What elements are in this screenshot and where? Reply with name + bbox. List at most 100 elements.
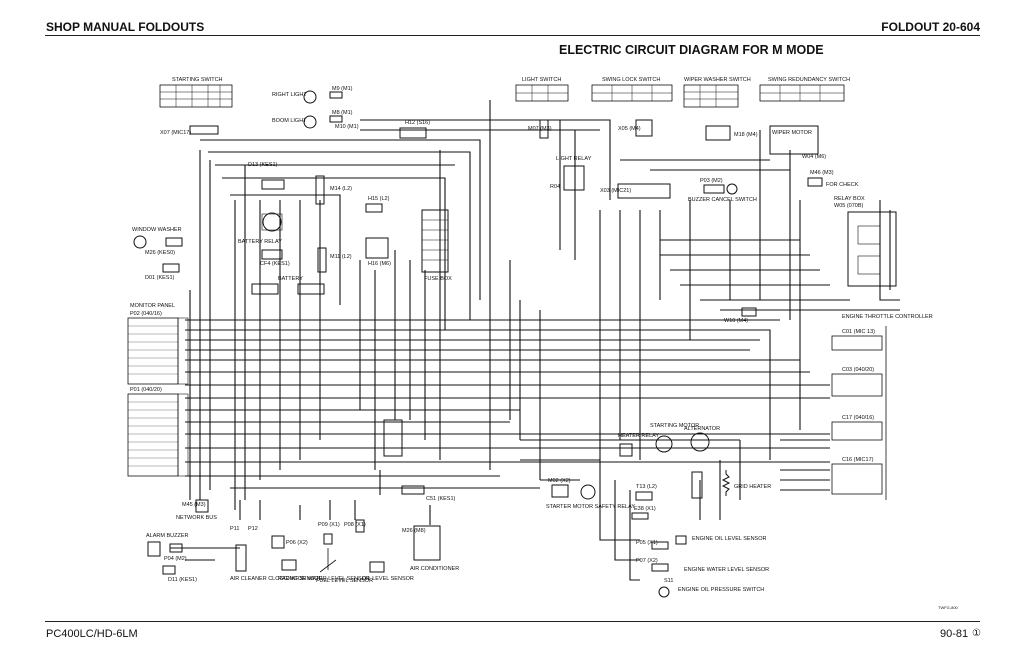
- e38-label: E38 (X1): [634, 506, 656, 512]
- footer-rule: [45, 621, 980, 622]
- m11-label: M11 (L2): [330, 254, 352, 260]
- starting-motor-label: STARTING MOTOR: [650, 423, 699, 429]
- e12-connector: [691, 471, 703, 499]
- buzzer-cancel-switch-label: BUZZER CANCEL SWITCH: [688, 197, 757, 203]
- radiator-water-level-sensor-label: RADIATOR WATER LEVEL SENSOR: [278, 576, 370, 582]
- h15-connector: H15 (L2): [365, 196, 390, 213]
- p01-label: P01 (040/20): [130, 387, 162, 393]
- drawing-code: TWFG-800: [938, 605, 959, 610]
- c03-label: C03 (040/20): [842, 367, 874, 373]
- center-connector: [383, 419, 403, 457]
- alarm-buzzer-label: ALARM BUZZER: [146, 533, 189, 539]
- p08-label: P08 (X1): [344, 522, 366, 528]
- fuse-box-label: FUSE BOX: [424, 276, 452, 282]
- p11-label: P11: [230, 526, 239, 532]
- m26-label: M26 (KES0): [145, 250, 175, 256]
- boom-light: BOOM LIGHT M8 (M1) M10 (M1): [272, 110, 359, 130]
- m14-connector: M14 (L2): [315, 175, 352, 205]
- air-cleaner-clogging-sensor-label: AIR CLEANER CLOGGING SENSOR: [230, 576, 323, 582]
- wiper-washer-switch: WIPER WASHER SWITCH: [683, 77, 751, 108]
- wiper-motor: WIPER MOTOR W04 (M6): [769, 125, 826, 160]
- w10-label: W10 (M4): [724, 318, 748, 324]
- wiper-motor-label: WIPER MOTOR: [772, 130, 812, 136]
- swing-lock-switch-label: SWING LOCK SWITCH: [602, 77, 660, 83]
- footer-page: 90-81: [940, 628, 969, 640]
- x05-connector: X05 (M4): [618, 119, 653, 137]
- engine-oil-level-sensor: P05 (X1) ENGINE OIL LEVEL SENSOR: [636, 535, 767, 550]
- x03-label: X03 (MIC21): [600, 188, 631, 194]
- header-rule: [45, 35, 980, 36]
- m8-label: M8 (M1): [332, 110, 353, 116]
- light-switch-label: LIGHT SWITCH: [522, 77, 561, 83]
- window-washer: WINDOW WASHER M26 (KES0) D01 (KES1): [132, 227, 183, 281]
- h15-label: H15 (L2): [368, 196, 390, 202]
- cf4-connector: CF4 (KES1): [260, 249, 290, 267]
- e38-connector: E38 (X1): [631, 506, 656, 520]
- c17-label: C17 (040/16): [842, 415, 874, 421]
- diagram-title: ELECTRIC CIRCUIT DIAGRAM FOR M MODE: [559, 43, 824, 57]
- engine-water-level-sensor: P07 (X2) ENGINE WATER LEVEL SENSOR: [636, 558, 769, 573]
- window-washer-label: WINDOW WASHER: [132, 227, 182, 233]
- c51-label: C51 (KES1): [426, 496, 456, 502]
- network-bus: M45 (M3) NETWORK BUS: [176, 499, 217, 521]
- w10-connector: W10 (M4): [724, 307, 757, 324]
- w04-label: W04 (M6): [802, 154, 826, 160]
- heater-relay: HEATER RELAY: [618, 433, 659, 457]
- p12-label: P12: [248, 526, 258, 532]
- m07-label: M07 (M3): [528, 126, 552, 132]
- p09-label: P09 (X1): [318, 522, 340, 528]
- radiator-water-level-sensor: P06 (X2) RADIATOR WATER LEVEL SENSOR: [271, 535, 370, 582]
- swing-redundancy-switch: SWING REDUNDANCY SWITCH: [759, 77, 850, 102]
- right-light: RIGHT LIGHT M9 (M1): [272, 86, 353, 104]
- engine-oil-pressure-switch-label: ENGINE OIL PRESSURE SWITCH: [678, 587, 764, 593]
- starting-motor: STARTING MOTOR: [650, 423, 699, 453]
- x03-connector: X03 (MIC21): [600, 183, 671, 199]
- h16-label: H16 (M6): [368, 261, 391, 267]
- m45-label: M45 (M3): [182, 502, 206, 508]
- engine-oil-pressure-switch: S11 ENGINE OIL PRESSURE SWITCH: [658, 578, 764, 598]
- alternator-label: ALTERNATOR: [684, 426, 720, 432]
- header-right: FOLDOUT 20-604: [881, 20, 980, 34]
- p02-label: P02 (040/16): [130, 311, 162, 317]
- footer-mark: ①: [972, 628, 981, 639]
- air-cleaner-clogging-sensor: P11 P12 AIR CLEANER CLOGGING SENSOR: [230, 526, 323, 582]
- c16-label: C16 (MIC17): [842, 457, 874, 463]
- swing-lock-switch: SWING LOCK SWITCH: [591, 77, 673, 102]
- grid-heater: GRID HEATER: [721, 470, 771, 496]
- h12-connector: H12 (S16): [399, 120, 430, 139]
- p07-label: P07 (X2): [636, 558, 658, 564]
- p06-label: P06 (X2): [286, 540, 308, 546]
- network-bus-label: NETWORK BUS: [176, 515, 217, 521]
- d13-label: D13 (KES1): [248, 162, 278, 168]
- battery: BATTERY: [251, 276, 325, 295]
- m46-connector: M46 (M3) FOR CHECK: [807, 170, 859, 188]
- relay-box-label: RELAY BOX: [834, 196, 865, 202]
- m02-label: M02 (X2): [548, 478, 571, 484]
- cf4-label: CF4 (KES1): [260, 261, 290, 267]
- p05-label: P05 (X1): [636, 540, 658, 546]
- starting-switch-connector: X07 (MIC17): [160, 125, 219, 136]
- fuse-box: FUSE BOX: [421, 209, 452, 282]
- right-light-label: RIGHT LIGHT: [272, 92, 307, 98]
- for-check-label: FOR CHECK: [826, 182, 859, 188]
- m14-label: M14 (L2): [330, 186, 352, 192]
- m46-label: M46 (M3): [810, 170, 834, 176]
- fuel-level-sensor: P09 (X1) FUEL LEVEL SENSOR: [316, 522, 373, 584]
- m18-label: M18 (M4): [734, 132, 758, 138]
- starter-motor-safety-relay-label: STARTER MOTOR SAFETY RELAY: [546, 504, 635, 510]
- grid-heater-label: GRID HEATER: [734, 484, 771, 490]
- light-relay: LIGHT RELAY R04: [550, 156, 592, 191]
- p03-connector: P03 (M2) BUZZER CANCEL SWITCH: [688, 178, 757, 203]
- d13-connector: D13 (KES1): [248, 162, 285, 190]
- monitor-panel: MONITOR PANEL P02 (040/16) P01 (040/20): [127, 303, 189, 477]
- r04-label: R04: [550, 184, 560, 190]
- m07-connector: M07 (M3): [528, 119, 552, 139]
- h16-connector: H16 (M6): [365, 237, 391, 267]
- engine-throttle-controller: ENGINE THROTTLE CONTROLLER C01 (MIC 13) …: [831, 314, 933, 500]
- oil-level-sensor: P08 (X1) OIL LEVEL SENSOR: [344, 519, 414, 582]
- monitor-panel-label: MONITOR PANEL: [130, 303, 175, 309]
- battery-relay: BATTERY RELAY: [238, 212, 283, 245]
- m02-connector: M02 (X2) STARTER MOTOR SAFETY RELAY: [546, 478, 635, 510]
- engine-water-level-sensor-label: ENGINE WATER LEVEL SENSOR: [684, 567, 769, 573]
